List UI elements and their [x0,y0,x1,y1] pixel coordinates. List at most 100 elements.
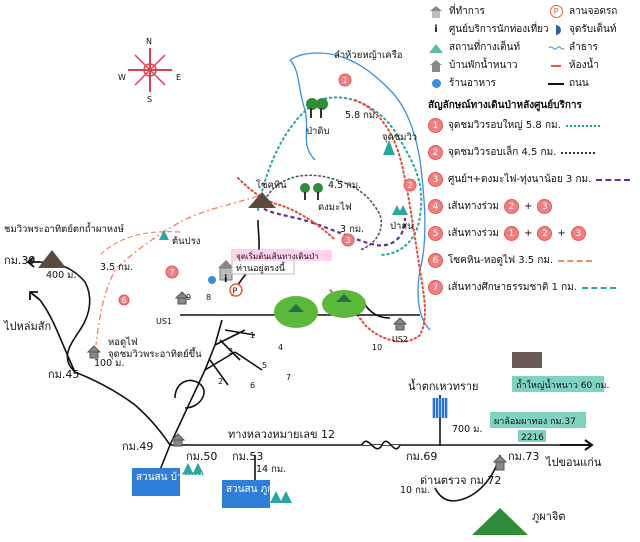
dist-58: 5.8 กม. [345,110,378,121]
bungalow-number: 7 [286,373,291,382]
trail-number-marker: 6 [428,253,443,268]
office-icon [428,5,444,19]
k10-label: 10 กม. [400,485,430,496]
km73-label: กม.73 [508,450,539,463]
bigcave-label: ถ้ำใหญ่น้ำหนาว 60 กม. [516,378,609,391]
trail-number-marker: 2 [537,226,553,241]
trail-number-marker: 1 [428,118,443,133]
campsite-area-2 [322,290,366,318]
legend-trail-label: จุดชมวิวรอบเล็ก 4.5 กม. [448,147,557,158]
legend-bungalow: บ้านพักน้ำหนาว [428,58,518,73]
legend-restaurant: ร้านอาหาร [428,76,496,91]
phalomphatong-box [490,412,586,428]
highway-label: ทางหลวงหมายเลข 12 [228,428,335,441]
bungalow-number: 1 [250,331,255,340]
legend-trail-label: ศูนย์ฯ+ดงมะไฟ-ทุ่งนาน้อย 3 กม. [448,174,592,185]
legend-trail-label: เส้นทางร่วม [448,201,500,212]
restaurant-icon [428,77,444,91]
dongmafai-label: ดงมะไฟ [318,201,352,213]
trail-number-marker: 1 [504,226,520,241]
trail-line-sample [581,286,616,289]
sokhin-label: โซคหิน [256,179,287,191]
legend-trail-row: 3 ศูนย์ฯ+ดงมะไฟ-ทุ่งนาน้อย 3 กม. [428,172,631,187]
legend-viewpoint-label: จุดรับเต็นท์ [569,24,617,35]
legend-trail-label: เส้นทางร่วม [448,228,500,239]
km50-label: กม.50 [186,450,217,463]
bigcave-box [512,376,604,392]
legend-toilet: ห้องน้ำ [548,58,599,73]
compass-e: E [176,73,181,82]
mountain-icon [38,250,66,268]
legend-parking-label: ลานจอดรถ [569,6,618,17]
road-icon [548,77,564,91]
tent-icon [428,41,444,55]
us1-label: US1 [156,317,172,326]
compass-w: W [118,73,126,82]
trail-combined-path-2 [237,177,336,241]
stream-name: ลำห้วยหญ้าเครือ [334,50,402,61]
viewpoint-icon [548,23,564,37]
toilet-icon [548,59,564,73]
info-icon: i [434,24,438,35]
road-2216-box [518,430,546,442]
m400-label: 400 ม. [46,270,76,281]
legend-bungalow-label: บ้านพักน้ำหนาว [449,60,518,71]
compass-s: S [147,95,152,104]
trail-start-label: จุดเริ่มต้นเส้นทางเดินป่า [236,250,319,261]
suansonbanpaek-box [132,468,180,496]
trail-line-sample [596,178,631,181]
trail-number-marker: 4 [428,199,443,214]
phalomphatong-label: ผาล้อมผาทอง กม.37 [494,416,576,427]
legend-road-label: ถนน [569,78,589,89]
bungalow-icon [86,291,508,471]
legend-panel: ที่ทำการ P ลานจอดรถ i ศูนย์บริการนักท่อง… [420,0,640,320]
dist-35: 3.5 กม. [100,262,133,273]
bigcave-icon [512,352,542,368]
dist-3: 3 กม. [340,224,364,235]
legend-visitor-center-label: ศูนย์บริการนักท่องเที่ยว [449,24,549,35]
legend-parking: P ลานจอดรถ [548,4,617,19]
trail-marker-number: 7 [170,268,175,277]
km49-label: กม.49 [122,440,153,453]
trail-number-marker: 7 [428,280,443,295]
trail-markers [118,73,417,306]
trail-start-box [232,250,332,261]
office-icon [218,260,234,268]
padip-label: ป่าดิบ [306,126,330,137]
legend-trail-label: เส้นทางศึกษาธรรมชาติ 1 กม. [448,282,577,293]
legend-trail-row: 7 เส้นทางศึกษาธรรมชาติ 1 กม. [428,280,616,295]
suansonbanpaek-label: สวนสน บ้านแปก [136,471,208,483]
hodufai-label: หอดูไฟ [108,336,138,348]
trail-line-sample [565,124,600,127]
to-lomsak-label: ไปหล่มสัก [3,320,51,333]
bungalow-number: 10 [372,343,382,352]
plus-sign: + [524,201,533,212]
compass-n: N [146,37,152,46]
trail-2-path [264,174,382,251]
you-are-here-label: ท่านอยู่ตรงนี้ [236,261,286,274]
bungalow-number: 6 [250,381,255,390]
trail-number-marker: 3 [537,199,553,214]
bungalow-number: 3 [228,347,233,356]
legend-restaurant-label: ร้านอาหาร [449,78,497,89]
bungalow-number: 9 [186,293,191,302]
trail-marker-number: 3 [346,236,351,245]
legend-viewpoint: จุดรับเต็นท์ [548,22,616,37]
info-icon: i [224,274,227,285]
arrow-left-lower [29,291,41,301]
k14-label: 14 กม. [256,464,286,475]
phuphajit-mountain-icon [472,508,528,535]
legend-visitor-center: i ศูนย์บริการนักท่องเที่ยว [428,22,549,37]
us2-label: US2 [392,335,408,344]
suansonphukumkhao-label: สวนสน ภูกุ่มข้าว [226,483,298,495]
trail-6-path [95,195,259,346]
trail-number-marker: 2 [428,145,443,160]
tent-icon [288,304,304,312]
trail-number-marker: 3 [428,172,443,187]
m100-label: 100 ม. [94,358,124,369]
legend-trail-heading: สัญลักษณ์ทางเดินป่าหลังศูนย์บริการ [428,100,582,111]
trail-marker-number: 2 [408,181,413,190]
